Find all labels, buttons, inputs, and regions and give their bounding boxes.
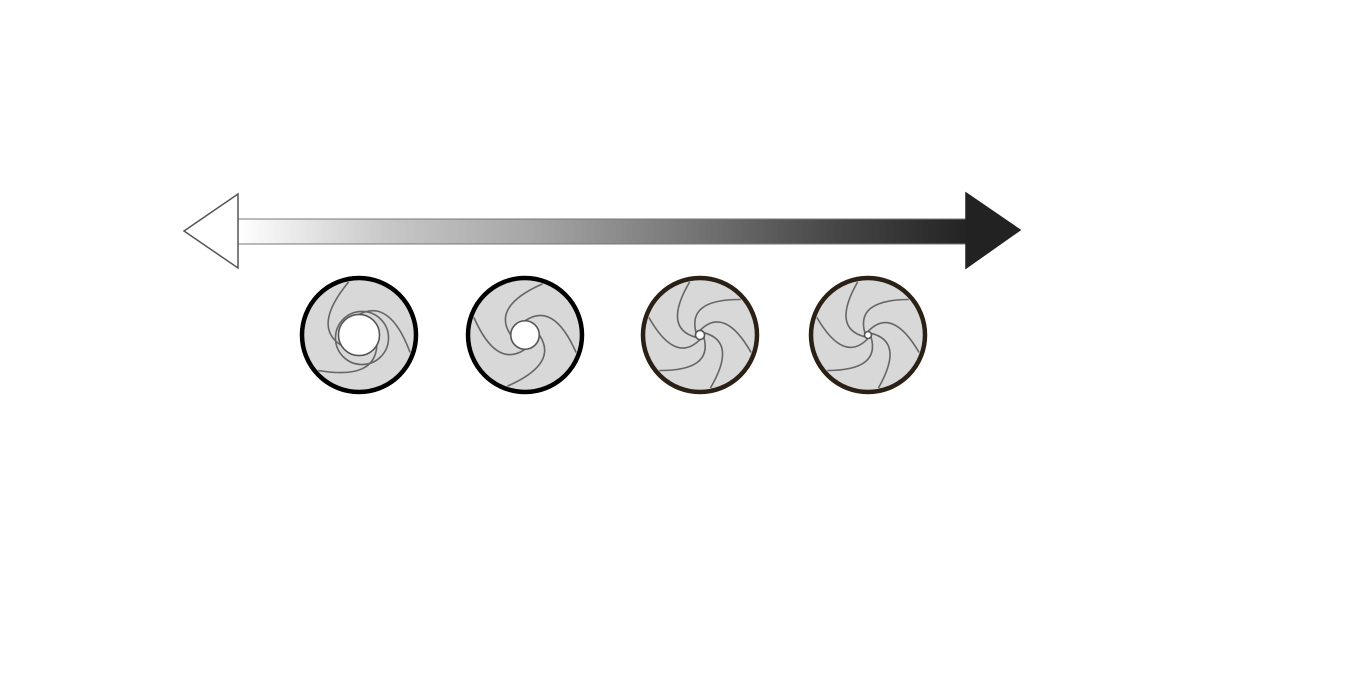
- aperture-blade-edge: [334, 310, 390, 366]
- aperture-blade: [507, 334, 546, 387]
- aperture-blade: [870, 332, 891, 389]
- aperture-icon-2: [465, 275, 585, 395]
- aperture-blade: [676, 281, 697, 339]
- aperture-opening: [694, 329, 706, 341]
- aperture-icon-1: [299, 275, 419, 395]
- aperture-blade: [816, 317, 869, 349]
- aperture-blade: [659, 337, 706, 372]
- aperture-blade: [648, 317, 701, 349]
- aperture-opening: [509, 319, 541, 351]
- aperture-blade: [703, 331, 724, 389]
- aperture-icon-4: [808, 275, 928, 395]
- arrow-shaft: [237, 218, 971, 245]
- aperture-icon-3: [640, 275, 760, 395]
- arrow-left-head: [182, 192, 239, 270]
- aperture-blade: [827, 336, 874, 372]
- aperture-blade: [504, 283, 543, 336]
- aperture-blade: [524, 314, 577, 353]
- double-arrow: [182, 191, 1022, 270]
- aperture-blade: [694, 298, 741, 333]
- aperture-opening: [863, 330, 873, 340]
- aperture-blade: [845, 281, 866, 338]
- aperture-opening: [337, 313, 381, 357]
- aperture-blade: [862, 298, 909, 334]
- aperture-blade: [473, 317, 526, 356]
- aperture-blade: [318, 345, 378, 374]
- aperture-blade: [867, 321, 920, 353]
- aperture-blade: [699, 321, 752, 353]
- arrow-right-head: [965, 191, 1022, 270]
